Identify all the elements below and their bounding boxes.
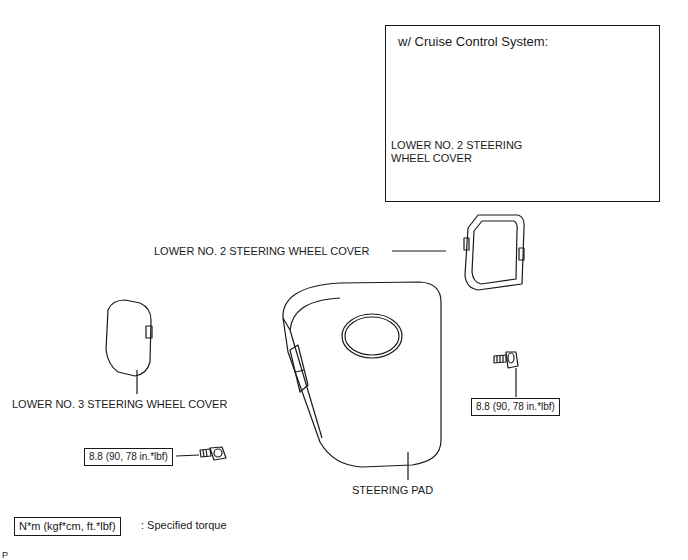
torque-box: 8.8 (90, 78 in.*lbf) (471, 398, 560, 416)
panel-heading: w/ Cruise Control System: (398, 34, 548, 50)
torque-box: 8.8 (90, 78 in.*lbf) (84, 448, 173, 466)
part-name: STEERING PAD (352, 484, 433, 497)
part-name: LOWER NO. 3 STEERING WHEEL COVER (12, 398, 227, 411)
part-name: LOWER NO. 2 STEERING WHEEL COVER (154, 245, 369, 258)
torque-value: N*m (kgf*cm, ft.*lbf) (19, 520, 116, 533)
torque-value: 8.8 (90, 78 in.*lbf) (476, 401, 555, 413)
torque-value: 8.8 (90, 78 in.*lbf) (89, 451, 168, 463)
legend-note: : Specified torque (141, 519, 227, 532)
variant-panel: w/ Cruise Control System: LOWER NO. 2 STE… (385, 25, 660, 202)
bolt (494, 352, 518, 397)
bolt (176, 447, 226, 460)
steering-pad (283, 282, 441, 480)
page-mark: P (2, 549, 8, 560)
part-name: LOWER NO. 2 STEERING WHEEL COVER (391, 139, 541, 165)
legend-box: N*m (kgf*cm, ft.*lbf) (14, 517, 121, 536)
lower-no3-cover (106, 300, 152, 394)
lower-no2-cover (392, 215, 524, 290)
